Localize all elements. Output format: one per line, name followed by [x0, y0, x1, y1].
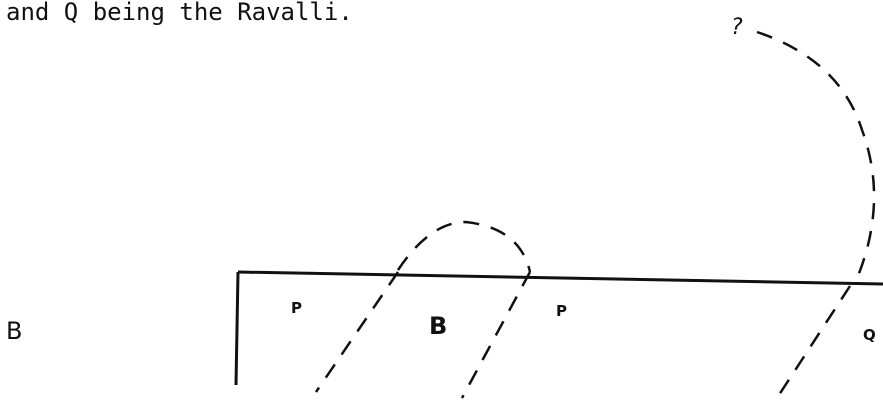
label-p-left: P: [291, 299, 302, 317]
label-q-right: Q: [863, 326, 876, 344]
block-top-edge: [237, 270, 883, 286]
question-mark: ?: [731, 15, 743, 40]
caption-text: and Q being the Ravalli.: [6, 0, 353, 26]
block-left-edge: [234, 271, 240, 386]
right-curve-dashed: [756, 30, 876, 277]
fault-line-left-dashed: [314, 271, 400, 393]
fault-line-right-dashed: [775, 285, 852, 399]
left-label-b: B: [6, 317, 22, 345]
fault-line-middle-dashed: [460, 271, 532, 399]
label-b-middle: B: [429, 312, 447, 340]
label-p-right: P: [556, 302, 567, 320]
fold-arc-dashed: [396, 220, 532, 273]
